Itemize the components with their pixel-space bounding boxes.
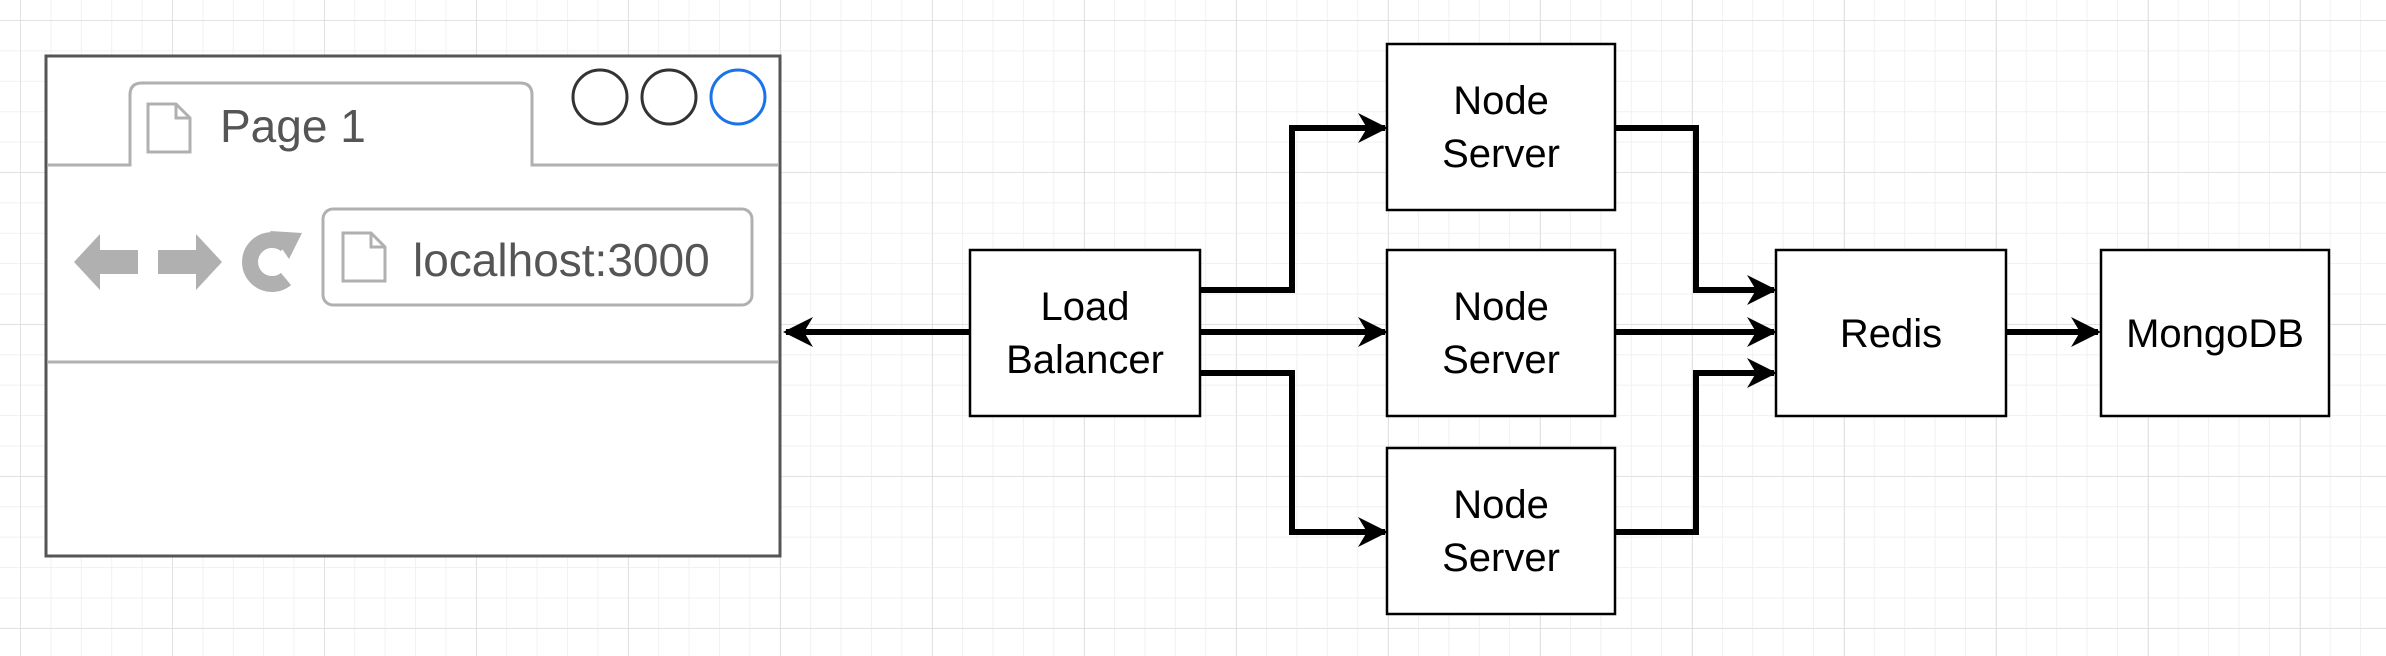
- node3-to-redis-arrow: [1615, 358, 1777, 535]
- mongodb-box[interactable]: MongoDB: [2099, 248, 2331, 418]
- connectors: [783, 113, 2101, 547]
- node-server-3-label-line-2: Server: [1442, 536, 1560, 580]
- load-balancer-box[interactable]: Load Balancer: [968, 248, 1202, 418]
- load-balancer-label-line-1: Load: [1041, 285, 1130, 329]
- node1-to-redis-arrow: [1615, 125, 1777, 305]
- redis-box[interactable]: Redis: [1774, 248, 2008, 418]
- redis-label: Redis: [1840, 312, 1942, 356]
- node-server-1-label-line-1: Node: [1453, 79, 1549, 123]
- node-server-2-label-line-1: Node: [1453, 285, 1549, 329]
- tab-label: Page 1: [220, 100, 366, 152]
- node-server-2-label-line-2: Server: [1442, 338, 1560, 382]
- browser-tab[interactable]: Page 1: [48, 81, 778, 167]
- node-server-box-1[interactable]: Node Server: [1385, 42, 1617, 212]
- forward-arrow-icon[interactable]: [158, 234, 222, 290]
- reload-icon[interactable]: [242, 231, 302, 292]
- window-button-1[interactable]: [571, 68, 629, 126]
- load-balancer-label-line-2: Balancer: [1006, 338, 1164, 382]
- document-icon: [146, 102, 192, 154]
- window-button-3[interactable]: [709, 68, 767, 126]
- node-server-box-2[interactable]: Node Server: [1385, 248, 1617, 418]
- lb-to-node3-arrow: [1200, 370, 1388, 547]
- window-button-2[interactable]: [640, 68, 698, 126]
- browser-window: Page 1 localhost:3000: [44, 54, 782, 558]
- mongodb-label: MongoDB: [2126, 312, 2304, 356]
- node-server-3-label-line-1: Node: [1453, 483, 1549, 527]
- node-server-box-3[interactable]: Node Server: [1385, 446, 1617, 616]
- document-icon: [341, 231, 387, 283]
- url-text: localhost:3000: [413, 234, 710, 286]
- node-server-1-label-line-2: Server: [1442, 132, 1560, 176]
- address-bar[interactable]: localhost:3000: [321, 207, 754, 307]
- back-arrow-icon[interactable]: [74, 234, 138, 290]
- lb-to-node1-arrow: [1200, 113, 1388, 293]
